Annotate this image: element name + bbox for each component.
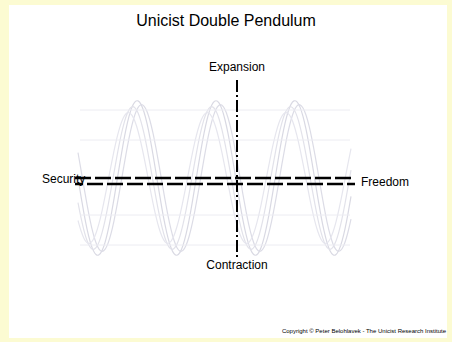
vertical-axis bbox=[236, 80, 238, 258]
axis-label: Security bbox=[42, 173, 85, 187]
wave-band bbox=[80, 140, 350, 141]
horizontal-axis-upper bbox=[75, 177, 355, 180]
wave-band bbox=[80, 245, 350, 246]
copyright-note: Copyright © Peter Belohlavek - The Unici… bbox=[282, 328, 446, 335]
wave-band bbox=[80, 215, 350, 216]
wave-band bbox=[80, 110, 350, 111]
axis-label: Contraction bbox=[206, 259, 267, 273]
slide-ground bbox=[9, 5, 447, 338]
axis-label: Freedom bbox=[361, 176, 409, 190]
horizontal-axis-lower bbox=[75, 183, 355, 186]
diagram-title: Unicist Double Pendulum bbox=[136, 12, 316, 30]
axis-label: Expansion bbox=[209, 61, 265, 75]
